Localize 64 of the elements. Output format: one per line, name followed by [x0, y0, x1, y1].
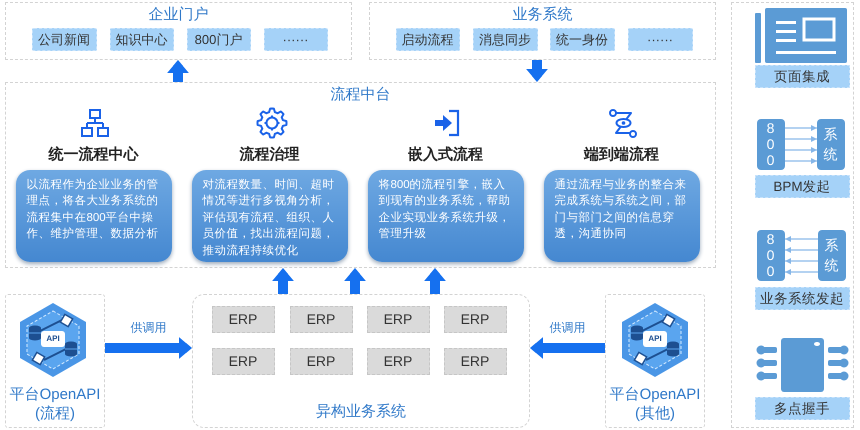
- text-block: 800: [756, 118, 784, 170]
- edge-label: 供调用: [128, 320, 168, 336]
- arrow: [785, 125, 817, 131]
- panel-caption: 平台OpenAPI (其他): [608, 385, 702, 423]
- dashed-panel: [5, 82, 716, 268]
- panel-title: 流程中台: [330, 86, 390, 104]
- tag-chip: 统一身份: [550, 28, 614, 50]
- arrow: [526, 60, 548, 82]
- tag-chip: 知识中心: [110, 28, 174, 50]
- dashed-panel: [5, 2, 352, 60]
- tag-chip: 启动流程: [396, 28, 460, 50]
- panel-title: 业务系统: [512, 6, 572, 24]
- tag-chip: 800门户: [186, 28, 250, 50]
- arrow: [785, 136, 817, 142]
- dashed-panel: [605, 294, 705, 428]
- arrow: [785, 247, 818, 253]
- text-block: 800: [756, 230, 784, 280]
- dashed-panel: [5, 294, 105, 428]
- arrow: [530, 337, 605, 359]
- dashed-panel: [192, 294, 530, 428]
- panel-title: 企业门户: [148, 6, 208, 24]
- caption-bar: 页面集成: [754, 64, 850, 88]
- system-box: ERP: [366, 306, 430, 332]
- tag-chip: 消息同步: [472, 28, 538, 50]
- arrow: [785, 158, 817, 164]
- system-box: ERP: [366, 348, 430, 374]
- arrow: [272, 268, 294, 294]
- system-box: ERP: [444, 348, 506, 374]
- caption-bar: 多点握手: [754, 396, 850, 420]
- card-heading: 嵌入式流程: [408, 144, 483, 164]
- arrow: [105, 337, 192, 359]
- arrow: [424, 268, 446, 294]
- tag-chip: 公司新闻: [32, 28, 96, 50]
- arrow: [785, 258, 818, 264]
- system-box: ERP: [212, 348, 274, 374]
- arrow: [344, 268, 366, 294]
- card-heading: 端到端流程: [584, 144, 659, 164]
- api-label: API: [648, 334, 662, 344]
- text-block: 系统: [818, 230, 846, 280]
- card-heading: 流程治理: [240, 144, 300, 164]
- card-heading: 统一流程中心: [48, 144, 138, 164]
- arrow: [785, 147, 817, 153]
- description-card: 对流程数量、时间、超时情况等进行多视角分析，评估现有流程、组织、人员价值，找出流程问题，推动流程持续优化: [192, 170, 348, 262]
- edge-label: 供调用: [548, 320, 588, 336]
- arrow: [785, 269, 818, 275]
- system-box: ERP: [290, 306, 352, 332]
- arrow: [167, 60, 189, 82]
- dashed-panel: [369, 2, 716, 60]
- caption-bar: 业务系统发起: [754, 286, 850, 310]
- system-box: ERP: [290, 348, 352, 374]
- arrow: [785, 236, 818, 242]
- text-block: 系统: [816, 118, 844, 170]
- dashed-panel: [731, 2, 854, 428]
- api-label: API: [46, 334, 60, 344]
- caption-bar: BPM发起: [754, 174, 850, 198]
- description-card: 通过流程与业务的整合来完成系统与系统之间，部门与部门之间的信息穿透，沟通协同: [544, 170, 700, 262]
- description-card: 将800的流程引擎，嵌入到现有的业务系统，帮助企业实现业务系统升级，管理升级: [368, 170, 524, 262]
- panel-title: 异构业务系统: [316, 403, 406, 421]
- system-box: ERP: [444, 306, 506, 332]
- tag-chip: ······: [264, 28, 328, 50]
- system-box: ERP: [212, 306, 274, 332]
- description-card: 以流程作为企业业务的管理点，将各大业务系统的流程集中在800平台中操作、维护管理、数据分析: [16, 170, 172, 262]
- tag-chip: ······: [628, 28, 692, 50]
- panel-caption: 平台OpenAPI (流程): [8, 385, 102, 423]
